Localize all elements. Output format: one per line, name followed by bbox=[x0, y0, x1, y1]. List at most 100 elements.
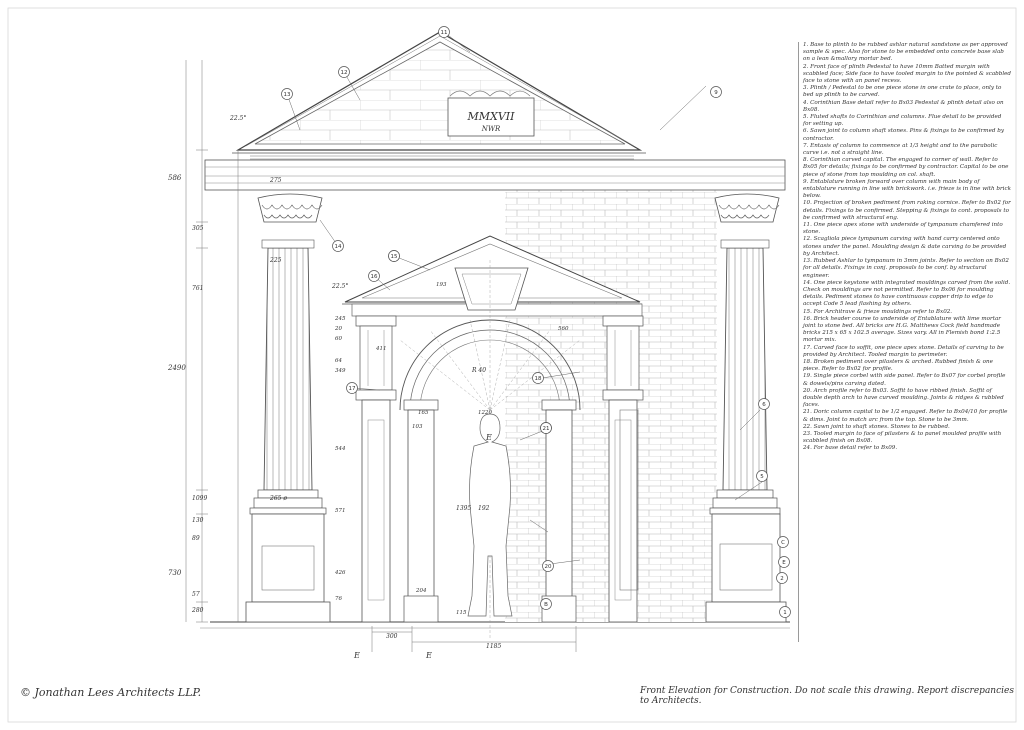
main-entablature bbox=[204, 159, 786, 191]
note-item: 13. Rubbed Ashlar to tympanum in 3mm joi… bbox=[803, 258, 1009, 279]
dim-inner-349: 349 bbox=[335, 368, 346, 374]
dim-bottom-1185: 1185 bbox=[486, 643, 501, 650]
note-item: 19. Single piece corbel with side panel.… bbox=[803, 373, 1006, 387]
left-dimension-lines bbox=[185, 60, 239, 623]
dim-small-560: 560 bbox=[558, 326, 569, 332]
copyright-symbol: © bbox=[20, 686, 31, 699]
note-item: 8. Corinthian carved capital. The engage… bbox=[803, 157, 1009, 178]
dim-angle-inner: 22.5° bbox=[331, 283, 348, 290]
tag-label: 21 bbox=[543, 426, 550, 432]
arched-niche bbox=[399, 260, 581, 640]
tag-label: 14 bbox=[335, 244, 342, 250]
dim-pilaster-165: 165 bbox=[418, 410, 429, 416]
dim-col-89: 89 bbox=[192, 535, 200, 542]
leader-lines bbox=[286, 31, 763, 565]
right-pilaster bbox=[602, 315, 644, 623]
dim-col-130: 130 bbox=[192, 517, 204, 524]
dim-left-base: 730 bbox=[168, 569, 182, 577]
dim-base-115: 115 bbox=[456, 610, 467, 616]
note-item: 12. Scagliola piece tympanum carving wit… bbox=[803, 236, 1007, 257]
tag-label: 18 bbox=[535, 376, 542, 382]
tag-bubble bbox=[758, 398, 770, 410]
tag-label: 11 bbox=[441, 30, 448, 36]
note-item: 7. Entasis of column to commence at 1/3 … bbox=[803, 142, 998, 157]
sheet-border bbox=[7, 7, 1017, 723]
dim-inner-64: 64 bbox=[335, 358, 342, 364]
tag-label: 13 bbox=[284, 92, 291, 98]
note-item: 5. Fluted shafts to Corinthian and colum… bbox=[803, 114, 1002, 128]
right-panel bbox=[619, 409, 639, 591]
tag-label: 15 bbox=[391, 254, 398, 260]
tag-bubble bbox=[756, 470, 768, 482]
tag-bubble bbox=[778, 556, 790, 568]
tag-label: E bbox=[782, 560, 786, 566]
tag-bubble bbox=[779, 606, 791, 618]
dim-col-280: 280 bbox=[191, 607, 204, 614]
tag-label: 17 bbox=[349, 386, 356, 392]
specification-notes: 1. Base to plinth to be rubbed ashlar na… bbox=[798, 42, 1011, 642]
note-item: 17. Carved face to soffit, one piece ape… bbox=[803, 344, 1004, 358]
dim-inner-60: 60 bbox=[335, 336, 342, 342]
tag-bubble bbox=[776, 572, 788, 584]
practice-name: Jonathan Lees Architects LLP. bbox=[34, 686, 202, 699]
dim-arch-radius: R 40 bbox=[471, 367, 486, 374]
dim-cornice: 275 bbox=[269, 177, 282, 184]
dim-col-305: 305 bbox=[192, 225, 204, 232]
dim-col-57: 57 bbox=[192, 591, 200, 598]
note-item: 18. Broken pediment over pilasters & arc… bbox=[803, 358, 993, 373]
grid-label-left: E bbox=[353, 651, 360, 660]
tag-label: 6 bbox=[762, 402, 766, 408]
tag-bubble bbox=[368, 270, 380, 282]
tag-label: 20 bbox=[545, 564, 552, 570]
footer-practice: © Jonathan Lees Architects LLP. bbox=[20, 686, 201, 699]
tag-bubble bbox=[338, 66, 350, 78]
dim-niche-1395: 1395 bbox=[456, 505, 471, 512]
note-item: 10. Projection of broken pediment from r… bbox=[803, 200, 1011, 221]
note-item: 9. Entablature broken forward over colum… bbox=[803, 178, 1011, 200]
dim-inner-20: 20 bbox=[334, 326, 342, 332]
note-item: 6. Sawn joint to column shaft stones. Pi… bbox=[803, 128, 1005, 142]
main-pediment bbox=[232, 31, 646, 160]
tag-bubble bbox=[542, 560, 554, 572]
dim-col-761: 761 bbox=[192, 285, 203, 292]
tag-bubble bbox=[332, 240, 344, 252]
note-item: 16. Brick header course to underside of … bbox=[803, 315, 1001, 344]
dim-base-204: 204 bbox=[415, 588, 427, 594]
right-corinthian-column bbox=[705, 193, 787, 623]
tag-bubble bbox=[540, 422, 552, 434]
dim-inner-544: 544 bbox=[335, 446, 346, 452]
tag-bubble bbox=[438, 26, 450, 38]
grid-label-right: E bbox=[425, 651, 432, 660]
dim-bottom-300: 300 bbox=[386, 633, 398, 640]
note-item: 2. Front face of plinth Pedestal to have… bbox=[803, 63, 1011, 85]
left-corinthian-column bbox=[245, 193, 331, 623]
note-item: 20. Arch profile refer to Bx03. Soffit t… bbox=[803, 387, 1004, 409]
tag-label: 2 bbox=[780, 576, 784, 582]
tag-bubble bbox=[346, 382, 358, 394]
note-item: 23. Tooled margin to face of pilasters &… bbox=[803, 430, 1002, 445]
tag-bubble bbox=[777, 536, 789, 548]
inscription-line2: NWR bbox=[481, 125, 501, 133]
dim-inner-426: 426 bbox=[334, 570, 346, 576]
tag-bubble bbox=[532, 372, 544, 384]
note-item: 1. Base to plinth to be rubbed ashlar na… bbox=[803, 42, 1008, 63]
inscription-line1: MMXVII bbox=[467, 110, 516, 123]
dim-niche-192: 192 bbox=[478, 505, 490, 512]
left-pilaster bbox=[355, 315, 397, 623]
dim-left-big: 2490 bbox=[167, 364, 186, 372]
dim-small-193: 193 bbox=[436, 282, 447, 288]
note-item: 11. One piece apex stone with underside … bbox=[803, 222, 1003, 236]
tag-label: 12 bbox=[341, 70, 348, 76]
tag-bubble bbox=[388, 250, 400, 262]
inner-pediment bbox=[342, 235, 643, 317]
dim-left-outer: 586 bbox=[168, 174, 182, 182]
tag-bubble bbox=[710, 86, 722, 98]
dim-column-base: 265 ø bbox=[269, 495, 287, 502]
note-item: 3. Plinth / Pedestal to be one piece sto… bbox=[803, 85, 1002, 99]
dim-inner-76: 76 bbox=[335, 596, 342, 602]
footer-description: Front Elevation for Construction. Do not… bbox=[640, 686, 1014, 706]
dim-angle-outer: 22.5° bbox=[229, 115, 246, 122]
tag-bubble bbox=[540, 598, 552, 610]
note-item: 22. Sawn joint to shaft stones. Stones t… bbox=[803, 423, 950, 430]
